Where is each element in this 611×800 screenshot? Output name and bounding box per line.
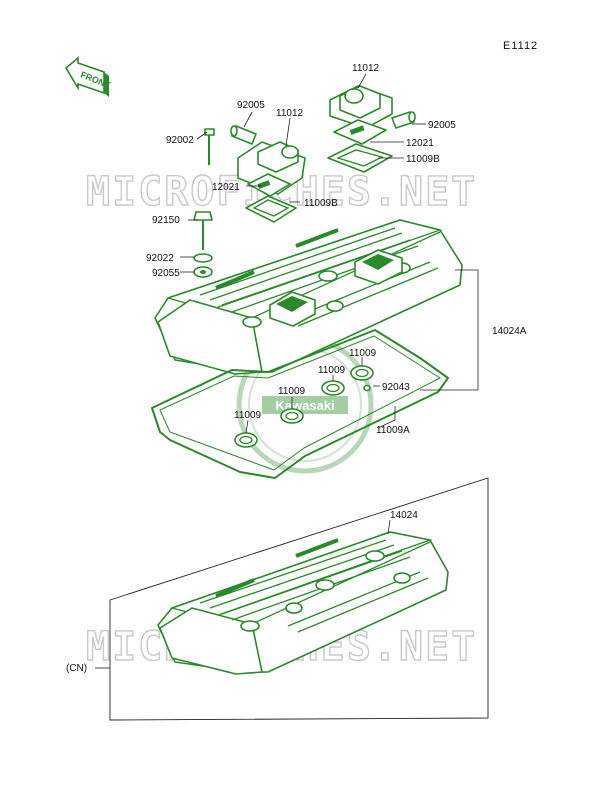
callout-11009-c: 11009: [278, 386, 306, 397]
callout-11009-d: 11009: [234, 410, 262, 421]
callout-11009b-right: 11009B: [406, 154, 440, 165]
diagram-code: E1112: [503, 40, 538, 52]
cylinder-head-cover-14024: [157, 531, 449, 675]
leader-lines: [95, 73, 479, 669]
bolt-92002: [204, 128, 215, 165]
callout-11012-left: 11012: [276, 108, 304, 119]
callout-92022: 92022: [146, 253, 174, 264]
gasket-11009b-left: [245, 195, 297, 223]
cn-label: (CN): [66, 663, 87, 674]
callout-14024: 14024: [390, 510, 418, 521]
callout-12021-right: 12021: [406, 138, 434, 149]
callout-11009a: 11009A: [376, 425, 410, 436]
callout-11009-a: 11009: [349, 348, 377, 359]
plug-gaskets-11009: [234, 365, 374, 448]
callout-92002: 92002: [166, 135, 194, 146]
callout-11012-right: 11012: [352, 63, 380, 74]
callout-92005-left: 92005: [237, 100, 265, 111]
pipe-92005-right: [391, 111, 416, 129]
cn-variant-box: [109, 477, 489, 721]
gasket-11009a: [151, 329, 449, 479]
bolt-92150: [193, 211, 213, 250]
pipe-92005-left: [230, 125, 257, 145]
callout-labels: 11012 92005 11012 92002 92005 12021 1100…: [66, 63, 527, 674]
callout-11009-b: 11009: [318, 365, 346, 376]
callout-11009b-left: 11009B: [304, 198, 338, 209]
front-arrow-icon: FRONT: [64, 56, 112, 97]
callout-12021-left: 12021: [212, 182, 240, 193]
gasket-11009b-right: [327, 143, 393, 173]
washer-92022: [193, 253, 213, 263]
callout-92043: 92043: [382, 382, 410, 393]
callout-92005-right: 92005: [428, 120, 456, 131]
callout-92150: 92150: [152, 215, 180, 226]
cylinder-head-cover-14024a: [154, 219, 463, 375]
plate-12021-right: [333, 119, 387, 145]
callout-92055: 92055: [152, 268, 180, 279]
breather-cover-11012-right: [329, 85, 393, 129]
grommet-92055: [193, 266, 213, 278]
callout-14024a: 14024A: [492, 326, 527, 337]
